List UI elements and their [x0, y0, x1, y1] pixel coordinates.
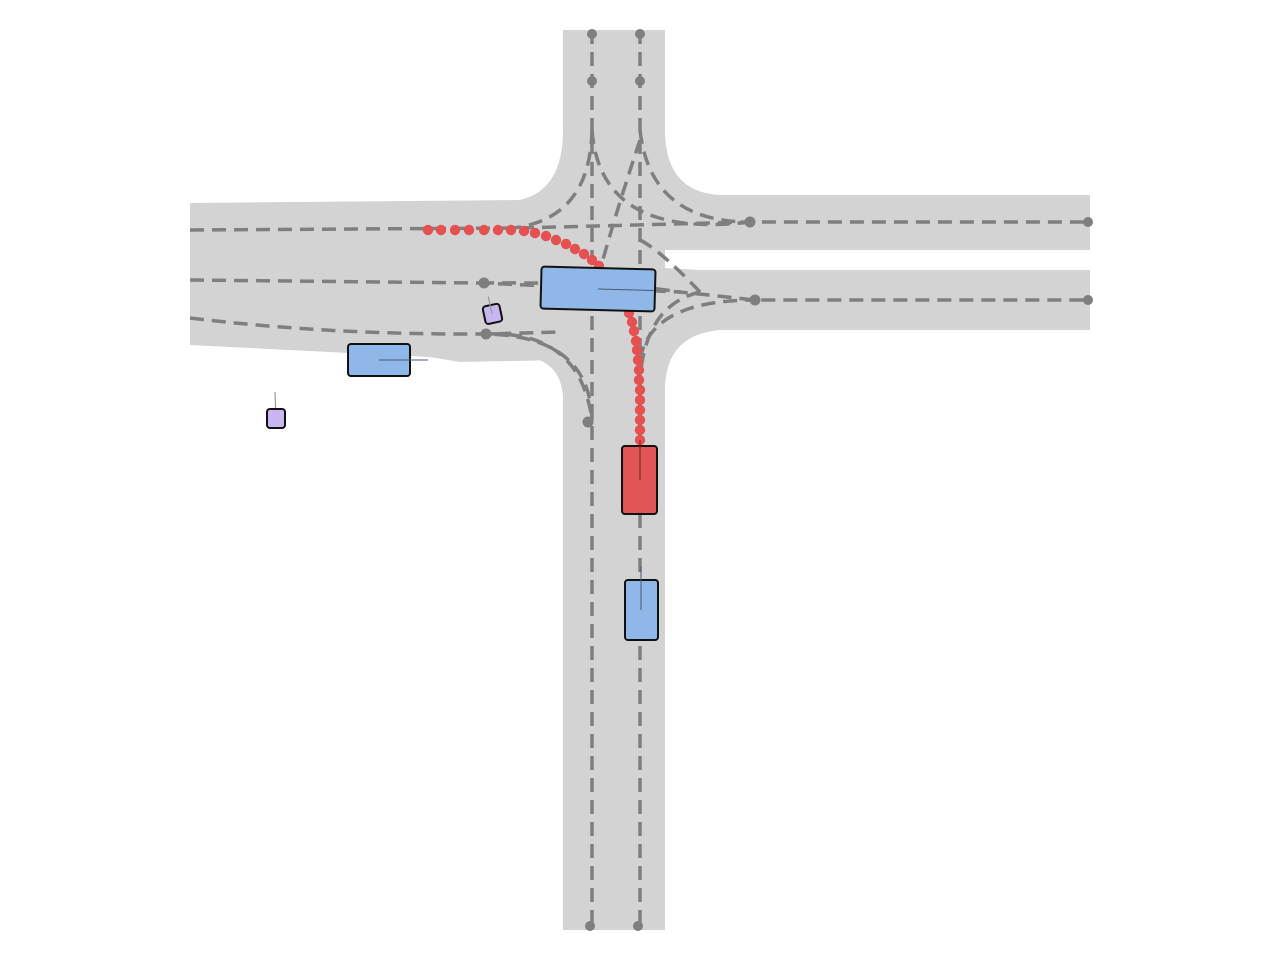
turn-north-to-south-left	[590, 139, 642, 301]
turn-east-upper-split	[639, 238, 702, 294]
trajectory-point	[626, 316, 638, 328]
turn-north-to-west	[499, 129, 594, 231]
trajectory-point	[632, 354, 644, 366]
turn-north-right-to-east	[590, 129, 751, 227]
trajectory-point	[449, 224, 461, 236]
east-median	[687, 250, 1090, 270]
pedestrian-near-road	[481, 296, 504, 325]
trajectory-point	[633, 374, 645, 386]
lane-node	[744, 216, 756, 228]
turn-east-to-south	[638, 290, 701, 381]
trajectory-point	[529, 227, 541, 239]
lane-node	[1083, 217, 1093, 227]
trajectory-point	[634, 404, 646, 416]
trajectory-point	[540, 230, 552, 242]
turn-west-to-south	[485, 332, 594, 421]
trajectory-point	[550, 234, 562, 246]
trajectory-point	[518, 225, 530, 237]
lane-node	[587, 29, 597, 39]
turn-north-to-east	[638, 129, 751, 224]
east-road-lower	[665, 268, 1090, 390]
lane-node	[635, 29, 645, 39]
trajectory-point	[435, 224, 447, 236]
trajectory-point	[569, 243, 581, 255]
trajectory-point	[630, 335, 642, 347]
lane-node	[478, 277, 490, 289]
heading-indicator	[487, 296, 493, 315]
pedestrian-sidewalk	[266, 391, 286, 429]
trajectory-point	[634, 394, 646, 406]
turn-south-to-east	[638, 298, 756, 361]
trajectory-point	[578, 248, 590, 260]
ego-vehicle	[621, 440, 658, 515]
trajectory-point	[631, 344, 643, 356]
vehicle-west	[347, 343, 428, 377]
lane-west-upper	[189, 220, 1090, 232]
trajectory-point	[422, 224, 434, 236]
lane-node	[582, 416, 594, 428]
trajectory-point	[586, 254, 598, 266]
lane-node	[633, 921, 643, 931]
south-west-corner	[520, 355, 563, 400]
lane-node	[635, 76, 645, 86]
trajectory-point	[634, 384, 646, 396]
east-road-upper	[665, 130, 1090, 250]
west-road	[190, 130, 563, 362]
trajectory-point	[633, 364, 645, 376]
turn-south-to-west	[485, 332, 594, 421]
trajectory-point	[628, 325, 640, 337]
trajectory-point	[492, 224, 504, 236]
lane-nodes	[478, 29, 1093, 931]
lane-node	[749, 294, 761, 306]
heading-indicator	[597, 288, 654, 291]
lane-west-lower	[189, 316, 561, 336]
lane-node	[480, 328, 492, 340]
trajectory-point	[463, 224, 475, 236]
pedestrian-body	[266, 408, 286, 429]
lane-node	[587, 76, 597, 86]
vehicle-intersection	[539, 265, 657, 313]
lane-node	[1083, 295, 1093, 305]
trajectory-point	[560, 238, 572, 250]
trajectory-point	[478, 224, 490, 236]
trajectory-point	[634, 414, 646, 426]
lane-node	[585, 921, 595, 931]
trajectory-point	[634, 424, 646, 436]
agents	[266, 265, 659, 641]
trajectory-point	[505, 224, 517, 236]
vehicle-south	[624, 566, 659, 641]
